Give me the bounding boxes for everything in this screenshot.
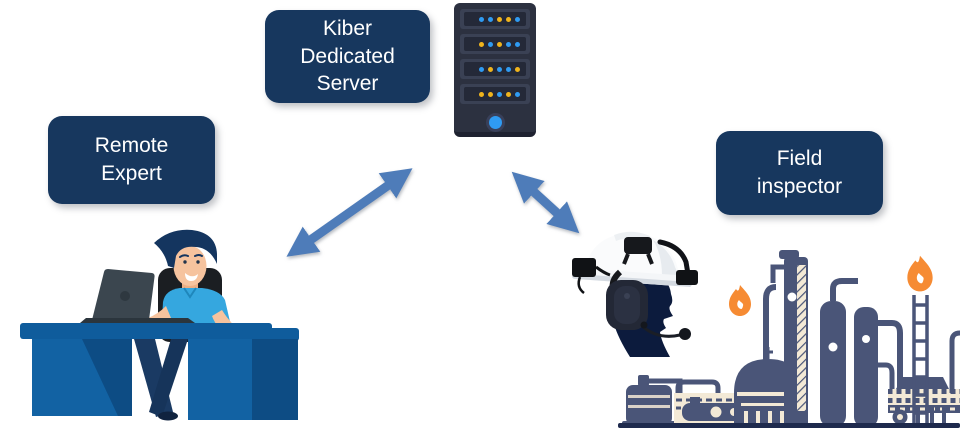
server-tower-icon — [454, 3, 536, 137]
server-slot — [460, 84, 530, 104]
server-slot — [460, 9, 530, 29]
led-blue-icon — [515, 41, 520, 47]
server-front-panel — [460, 109, 530, 135]
led-blue-icon — [497, 66, 502, 72]
power-led-icon — [488, 115, 502, 129]
led-yellow-icon — [488, 66, 493, 72]
led-yellow-icon — [497, 16, 502, 22]
label-box-kiber-server: Kiber Dedicated Server — [265, 10, 430, 103]
led-yellow-icon — [488, 91, 493, 97]
field-inspector-label: Field inspector — [756, 147, 843, 198]
led-yellow-icon — [497, 41, 502, 47]
led-yellow-icon — [479, 41, 484, 47]
led-blue-icon — [506, 66, 511, 72]
desk-top — [20, 323, 299, 341]
led-blue-icon — [479, 66, 484, 72]
server-slot — [460, 59, 530, 79]
bidirectional-arrow-expert-server — [286, 168, 413, 257]
remote-expert-illustration — [20, 229, 299, 421]
led-yellow-icon — [506, 91, 511, 97]
plant-structures — [618, 250, 960, 428]
helmet-camera-mounts — [572, 237, 698, 294]
field-inspector-illustration — [572, 231, 698, 357]
led-yellow-icon — [479, 91, 484, 97]
mic-boom-icon — [640, 321, 691, 340]
led-yellow-icon — [515, 66, 520, 72]
flare-stack — [912, 295, 929, 425]
led-blue-icon — [497, 91, 502, 97]
industrial-plant-illustration — [618, 250, 960, 428]
bidirectional-arrow-server-inspector — [511, 171, 580, 234]
led-blue-icon — [515, 16, 520, 22]
led-blue-icon — [488, 41, 493, 47]
led-blue-icon — [515, 91, 520, 97]
kiber-server-label: Kiber Dedicated Server — [300, 16, 395, 96]
label-box-field-inspector: Field inspector — [716, 131, 883, 215]
led-blue-icon — [506, 41, 511, 47]
led-blue-icon — [488, 16, 493, 22]
desk-pedestals — [32, 339, 298, 420]
remote-expert-label: Remote Expert — [94, 134, 169, 185]
label-box-remote-expert: Remote Expert — [48, 116, 215, 204]
led-blue-icon — [479, 16, 484, 22]
expert-legs — [134, 339, 188, 421]
server-slot — [460, 34, 530, 54]
flame-icon — [729, 285, 751, 316]
flame-icon — [907, 255, 933, 292]
led-yellow-icon — [506, 16, 511, 22]
ear-defender-icon — [606, 269, 648, 330]
